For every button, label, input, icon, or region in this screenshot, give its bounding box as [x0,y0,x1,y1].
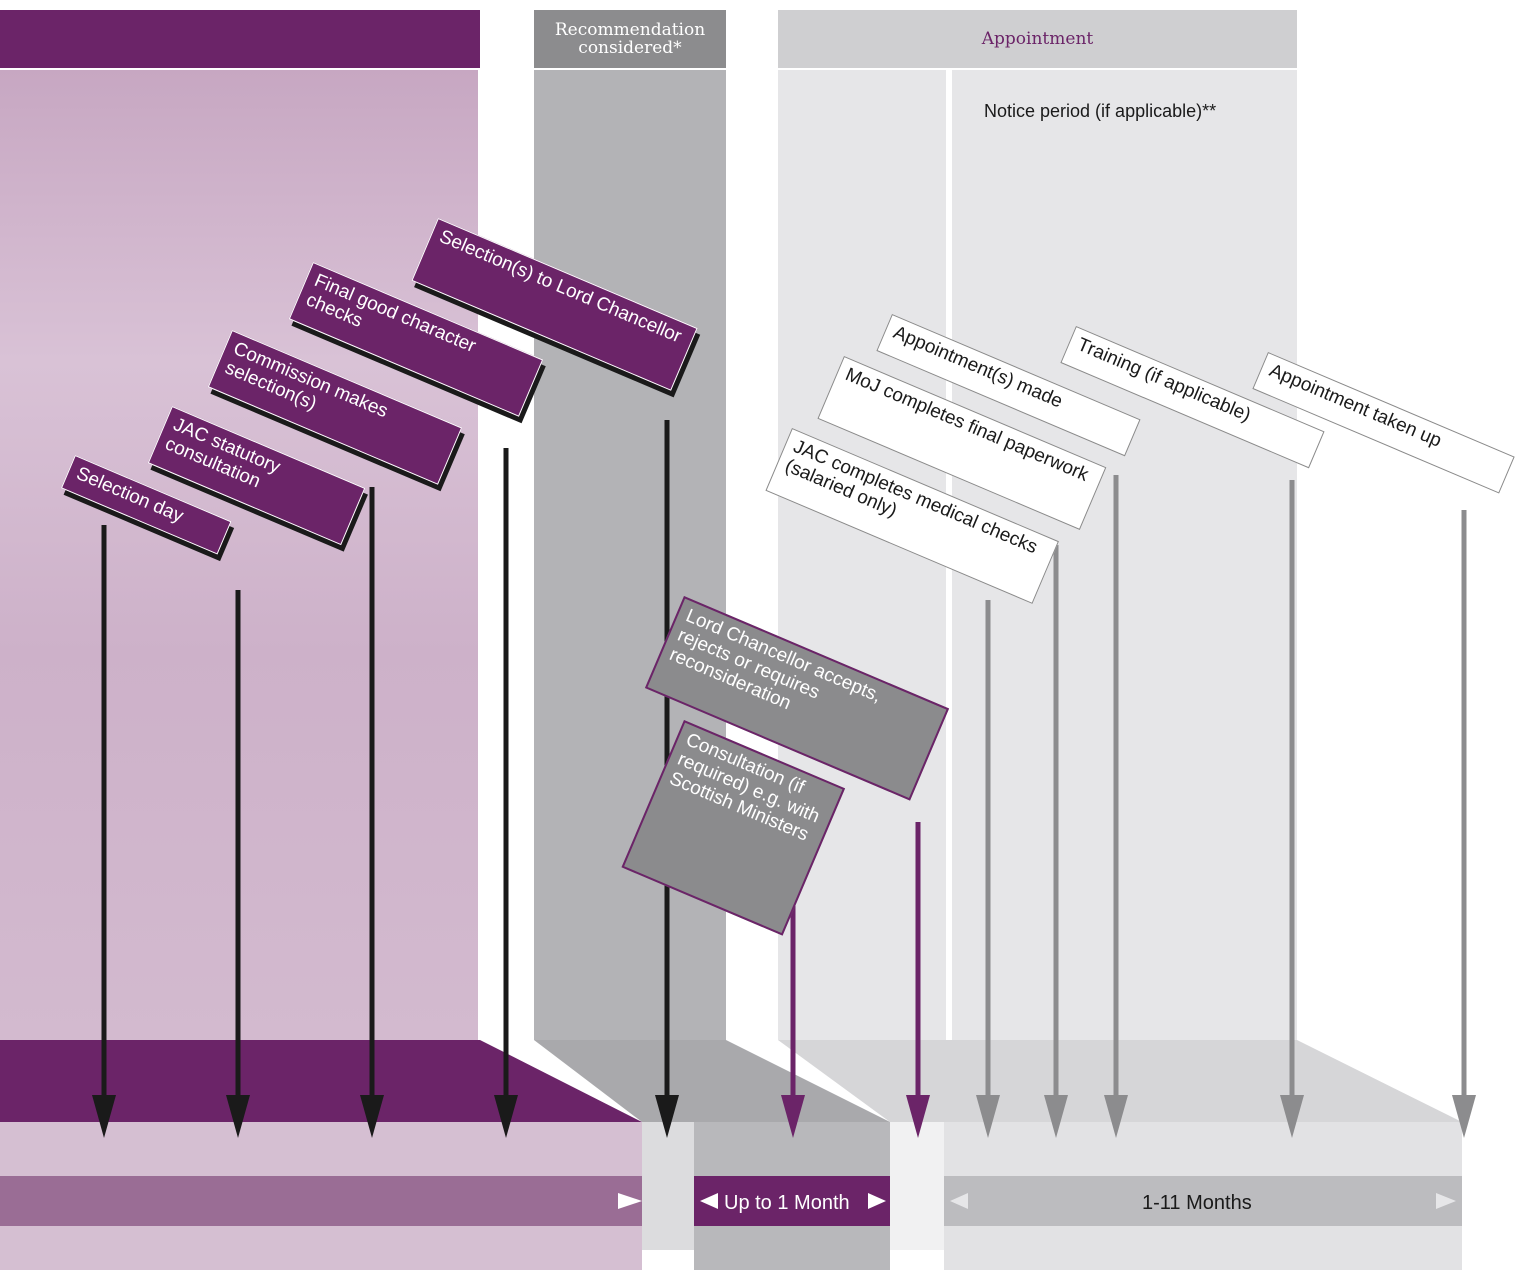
appointment-header-label: Appointment [981,29,1094,49]
recommendation-band-side [642,1122,694,1250]
selection-duration-bar [0,1176,642,1226]
selection-bar-arrow-icon [618,1193,642,1209]
arrowhead-moj-paperwork [1044,1095,1068,1138]
arrowhead-appointment-made [1104,1095,1128,1138]
arrowhead-training [1280,1095,1304,1138]
recommendation-right-arrow-icon [868,1193,886,1209]
recommendation-duration-bar [694,1176,890,1226]
arrowhead-lc-decision [906,1095,930,1138]
appointment-left-arrow-icon [950,1193,968,1209]
appointment-header: Appointment [778,10,1297,68]
notice-period-label: Notice period (if applicable)** [984,101,1217,121]
arrowhead-jac-consultation [226,1095,250,1138]
appointment-duration-label: 1-11 Months [1142,1192,1252,1214]
appointment-right-arrow-icon [1436,1193,1456,1209]
recommendation-header-label: Recommendation considered* [554,20,706,58]
arrowhead-commission-selection [360,1095,384,1138]
arrowhead-scottish-consultation [781,1095,805,1138]
arrowhead-lord-chancellor [655,1095,679,1138]
arrowhead-medical-checks [976,1095,1000,1138]
appointment-duration-bar [944,1176,1462,1226]
recommendation-left-arrow-icon [700,1193,718,1209]
arrowhead-appointment-taken-up [1452,1095,1476,1138]
appointment-band-side [890,1122,944,1250]
arrowhead-selection-day [92,1095,116,1138]
recommendation-duration-label: Up to 1 Month [724,1192,850,1214]
selection-band-top [0,1040,642,1122]
arrowhead-good-character [494,1095,518,1138]
recommendation-header: Recommendation considered* [534,10,726,68]
selection-header-bar [0,10,480,68]
